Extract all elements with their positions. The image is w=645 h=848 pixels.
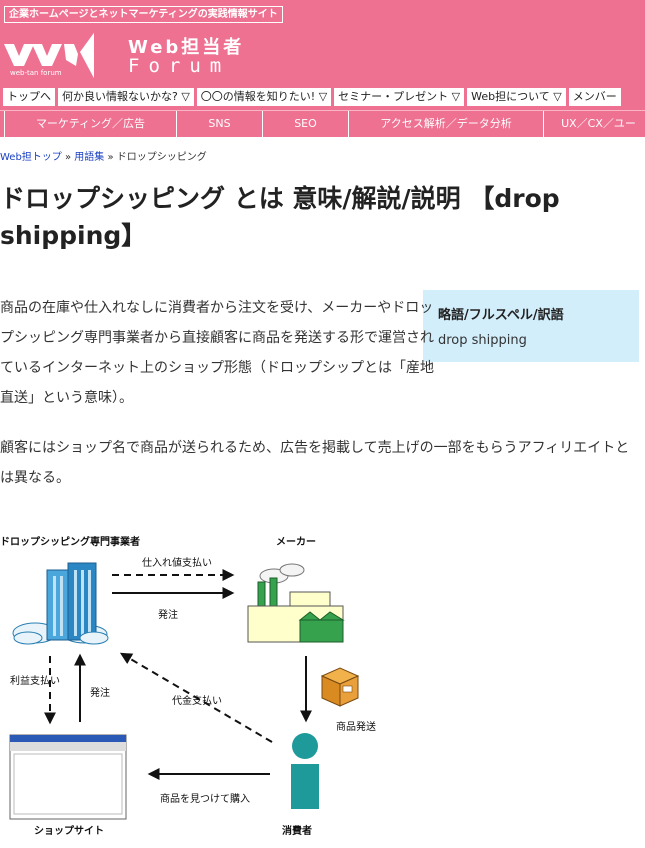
breadcrumb-current: ドロップシッピング	[116, 152, 207, 163]
category-analytics[interactable]: アクセス解析／データ分析	[348, 111, 543, 137]
breadcrumb-glossary[interactable]: 用語集	[74, 152, 105, 163]
operator-label: ドロップシッピング専門事業者	[0, 535, 140, 548]
nav-top[interactable]: トップへ	[3, 88, 55, 106]
shop-site-label: ショップサイト	[34, 824, 104, 837]
nav-want-info[interactable]: 〇〇の情報を知りたい! ▽	[196, 88, 332, 106]
breadcrumb-separator: »	[104, 152, 117, 163]
ship-label: 商品発送	[336, 720, 376, 733]
package-icon	[320, 667, 360, 707]
payment-arrow	[119, 652, 273, 743]
logo-title[interactable]: Web担当者	[128, 37, 245, 58]
category-marketing[interactable]: マーケティング／広告	[4, 111, 176, 137]
abbreviation-value: drop shipping	[438, 333, 527, 348]
order-to-maker-label: 発注	[158, 608, 178, 621]
definition-paragraph: 商品の在庫や仕入れなしに消費者から注文を受け、メーカーやドロップシッピング専門事…	[0, 300, 434, 406]
find-buy-label: 商品を見つけて購入	[160, 792, 250, 805]
category-nav: マーケティング／広告 SNS SEO アクセス解析／データ分析 UX／CX／ユー	[0, 110, 645, 137]
nav-good-info[interactable]: 何か良い情報ないかな? ▽	[58, 88, 194, 106]
factory-icon	[247, 563, 345, 643]
site-header: 企業ホームページとネットマーケティングの実践情報サイト web-tan foru…	[0, 0, 645, 88]
breadcrumb-separator: »	[61, 152, 75, 163]
logo-forum[interactable]: Forum	[128, 55, 231, 77]
category-seo[interactable]: SEO	[262, 111, 348, 137]
payment-label: 代金支払い	[172, 694, 222, 707]
purchase-payment-label: 仕入れ値支払い	[142, 556, 212, 569]
logo-subtext: web-tan forum	[10, 69, 62, 77]
order-to-operator-label: 発注	[90, 686, 110, 699]
nav-members[interactable]: メンバー	[568, 88, 621, 106]
category-ux[interactable]: UX／CX／ユー	[543, 111, 645, 137]
page-title: ドロップシッピング とは 意味/解説/説明 【drop shipping】	[0, 184, 560, 250]
category-sns[interactable]: SNS	[176, 111, 262, 137]
profit-payment-label: 利益支払い	[10, 674, 60, 687]
breadcrumb: Web担トップ » 用語集 » ドロップシッピング	[0, 148, 207, 163]
nav-seminar[interactable]: セミナー・プレゼント ▽	[334, 88, 465, 106]
site-logo-icon[interactable]	[4, 30, 94, 82]
dropshipping-diagram: ドロップシッピング専門事業者 メーカー 仕入れ値支払い 発注 商品発	[0, 535, 376, 837]
office-building-icon	[12, 562, 109, 645]
nav-about[interactable]: Web担について ▽	[467, 88, 566, 106]
note-paragraph: 顧客にはショップ名で商品が送られるため、広告を掲載して売上げの一部をもらうアフィ…	[0, 440, 630, 486]
site-tagline: 企業ホームページとネットマーケティングの実践情報サイト	[4, 6, 283, 23]
consumer-label: 消費者	[282, 824, 312, 837]
breadcrumb-home[interactable]: Web担トップ	[0, 152, 62, 163]
maker-label: メーカー	[276, 536, 316, 548]
abbreviation-title: 略語/フルスペル/訳語	[438, 308, 564, 323]
shop-site-window-icon	[9, 734, 127, 820]
primary-nav: トップへ 何か良い情報ないかな? ▽ 〇〇の情報を知りたい! ▽ セミナー・プレ…	[0, 88, 645, 110]
consumer-person-icon	[291, 733, 319, 809]
abbreviation-box: 略語/フルスペル/訳語 drop shipping	[423, 290, 639, 362]
